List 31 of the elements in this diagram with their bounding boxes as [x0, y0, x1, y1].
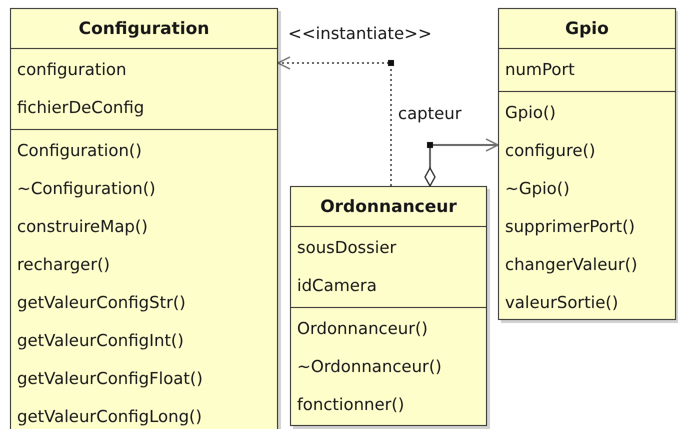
- method: ~Gpio(): [504, 178, 571, 200]
- class-box: [498, 8, 676, 320]
- method: ~Configuration(): [16, 178, 157, 200]
- aggregation-arrow: [424, 138, 499, 187]
- attribute: fichierDeConfig: [16, 97, 146, 119]
- method: getValeurConfigStr(): [16, 292, 187, 314]
- edge-label: capteur: [396, 104, 464, 123]
- method: recharger(): [16, 254, 111, 276]
- method: configure(): [504, 140, 596, 162]
- attribute: numPort: [504, 59, 576, 81]
- method: Configuration(): [16, 140, 143, 162]
- method: ~Ordonnanceur(): [296, 356, 443, 378]
- dependency-arrow: [277, 56, 394, 186]
- attribute: configuration: [16, 59, 128, 81]
- class-name: Gpio: [499, 9, 675, 49]
- method: supprimerPort(): [504, 216, 636, 238]
- method: getValeurConfigFloat(): [16, 368, 204, 390]
- method: changerValeur(): [504, 254, 638, 276]
- attribute: idCamera: [296, 275, 378, 297]
- method: Gpio(): [504, 102, 557, 124]
- method: valeurSortie(): [504, 292, 620, 314]
- class-name: Configuration: [11, 9, 277, 49]
- class-box: [290, 186, 487, 426]
- method: getValeurConfigInt(): [16, 330, 185, 352]
- method: getValeurConfigLong(): [16, 406, 203, 428]
- method: construireMap(): [16, 216, 149, 238]
- class-name: Ordonnanceur: [291, 187, 486, 227]
- class-box: [10, 8, 278, 429]
- method: Ordonnanceur(): [296, 318, 429, 340]
- method: fonctionner(): [296, 394, 406, 416]
- attribute: sousDossier: [296, 237, 398, 259]
